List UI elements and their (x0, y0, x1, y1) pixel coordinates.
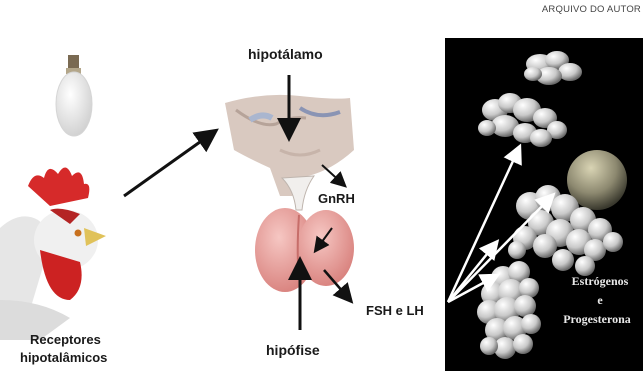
pituitary-gland (255, 208, 354, 292)
arrow-gnrh (322, 165, 344, 185)
rooster-illustration (0, 167, 106, 340)
pituitary-label: hipófise (266, 342, 320, 358)
hormone-arrows (448, 148, 552, 302)
receptors-label-line1: Receptores (30, 332, 101, 347)
receptors-label-line2: hipotalâmicos (20, 350, 107, 365)
light-bulb-icon (56, 55, 92, 136)
arrow-rooster-to-brain (124, 132, 214, 196)
fsh-lh-label: FSH e LH (366, 303, 424, 318)
gnrh-label: GnRH (318, 191, 355, 206)
hypothalamus-label: hipotálamo (248, 46, 323, 62)
